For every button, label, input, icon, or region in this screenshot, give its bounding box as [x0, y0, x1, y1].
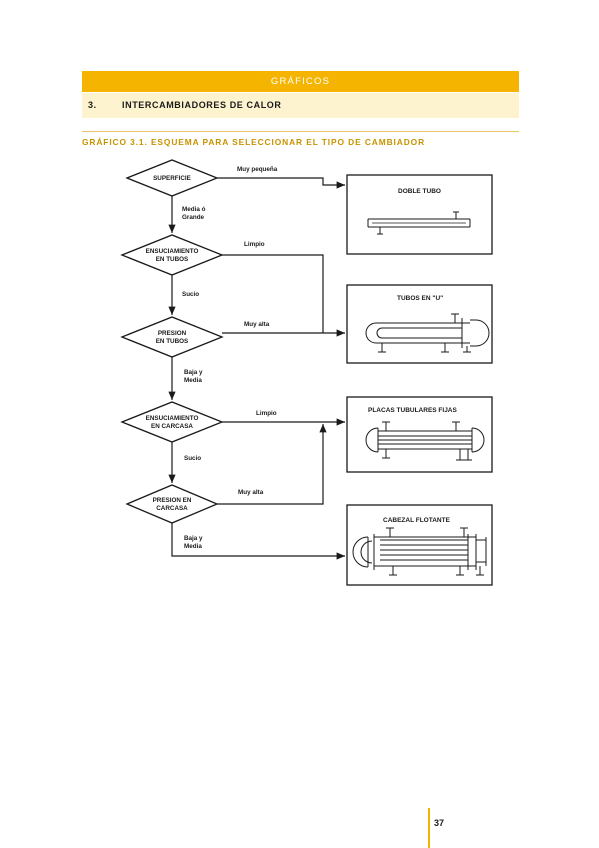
decision-label-presion-carcasa-2: CARCASA	[156, 505, 188, 512]
edge-label-media-grande-1: Media ó	[182, 206, 206, 213]
cabezal-flotante-drawing	[352, 527, 487, 576]
edge-label-muy-alta-carcasa: Muy alta	[238, 489, 264, 496]
connector-muy-pequena	[217, 177, 345, 189]
page-number-bar	[428, 808, 430, 848]
edge-label-muy-alta-tubos: Muy alta	[244, 321, 270, 328]
connector-limpio-tubos	[222, 254, 324, 333]
band-title-text: GRÁFICOS	[270, 76, 331, 87]
edge-label-muy-pequena: Muy pequeña	[237, 166, 278, 173]
figure-caption: GRÁFICO 3.1. ESQUEMA PARA SELECCIONAR EL…	[82, 137, 426, 147]
edge-label-media-grande-2: Grande	[182, 214, 205, 221]
edge-label-sucio-tubos: Sucio	[182, 291, 199, 298]
result-label-doble-tubo: DOBLE TUBO	[398, 188, 441, 195]
result-label-tubos-u: TUBOS EN "U"	[397, 295, 443, 302]
decision-ensuciamiento-carcasa	[120, 401, 224, 443]
section-band-title: GRÁFICOS	[82, 71, 519, 92]
edge-label-baja-media-carcasa-2: Media	[184, 543, 202, 550]
decision-label-ensuciamiento-carcasa-1: ENSUCIAMIENTO	[146, 415, 199, 422]
connector-baja-media-carcasa	[171, 523, 345, 560]
decision-ensuciamiento-tubos	[120, 234, 224, 276]
result-box-doble-tubo	[346, 174, 493, 255]
page-number: 37	[434, 818, 445, 828]
section-title: INTERCAMBIADORES DE CALOR	[122, 100, 282, 110]
decision-presion-tubos	[120, 316, 224, 358]
caption-rule	[82, 131, 519, 132]
edge-label-baja-media-carcasa-1: Baja y	[184, 535, 203, 542]
decision-label-ensuciamiento-tubos-1: ENSUCIAMIENTO	[146, 248, 199, 255]
decision-label-presion-tubos-2: EN TUBOS	[156, 338, 189, 345]
tubos-u-drawing	[365, 313, 490, 353]
edge-label-limpio-carcasa: Limpio	[256, 410, 277, 417]
section-number: 3.	[88, 100, 97, 110]
connector-muy-alta-carcasa	[217, 424, 327, 505]
decision-label-presion-carcasa-1: PRESION EN	[153, 497, 192, 504]
edge-label-baja-media-tubos-2: Media	[184, 377, 202, 384]
decision-presion-carcasa	[125, 484, 219, 524]
edge-label-baja-media-tubos-1: Baja y	[184, 369, 203, 376]
doble-tubo-drawing	[367, 211, 471, 235]
section-heading: 3. INTERCAMBIADORES DE CALOR	[82, 93, 519, 118]
placas-fijas-drawing	[365, 421, 485, 461]
edge-label-sucio-carcasa: Sucio	[184, 455, 201, 462]
edge-label-limpio-tubos: Limpio	[244, 241, 265, 248]
decision-label-superficie: SUPERFICIE	[153, 175, 191, 182]
decision-label-presion-tubos-1: PRESION	[158, 330, 187, 337]
result-label-placas-fijas: PLACAS TUBULARES FIJAS	[368, 407, 458, 414]
decision-label-ensuciamiento-tubos-2: EN TUBOS	[156, 256, 189, 263]
result-label-cabezal-flotante: CABEZAL FLOTANTE	[383, 517, 451, 524]
decision-label-ensuciamiento-carcasa-2: EN CARCASA	[151, 423, 193, 430]
